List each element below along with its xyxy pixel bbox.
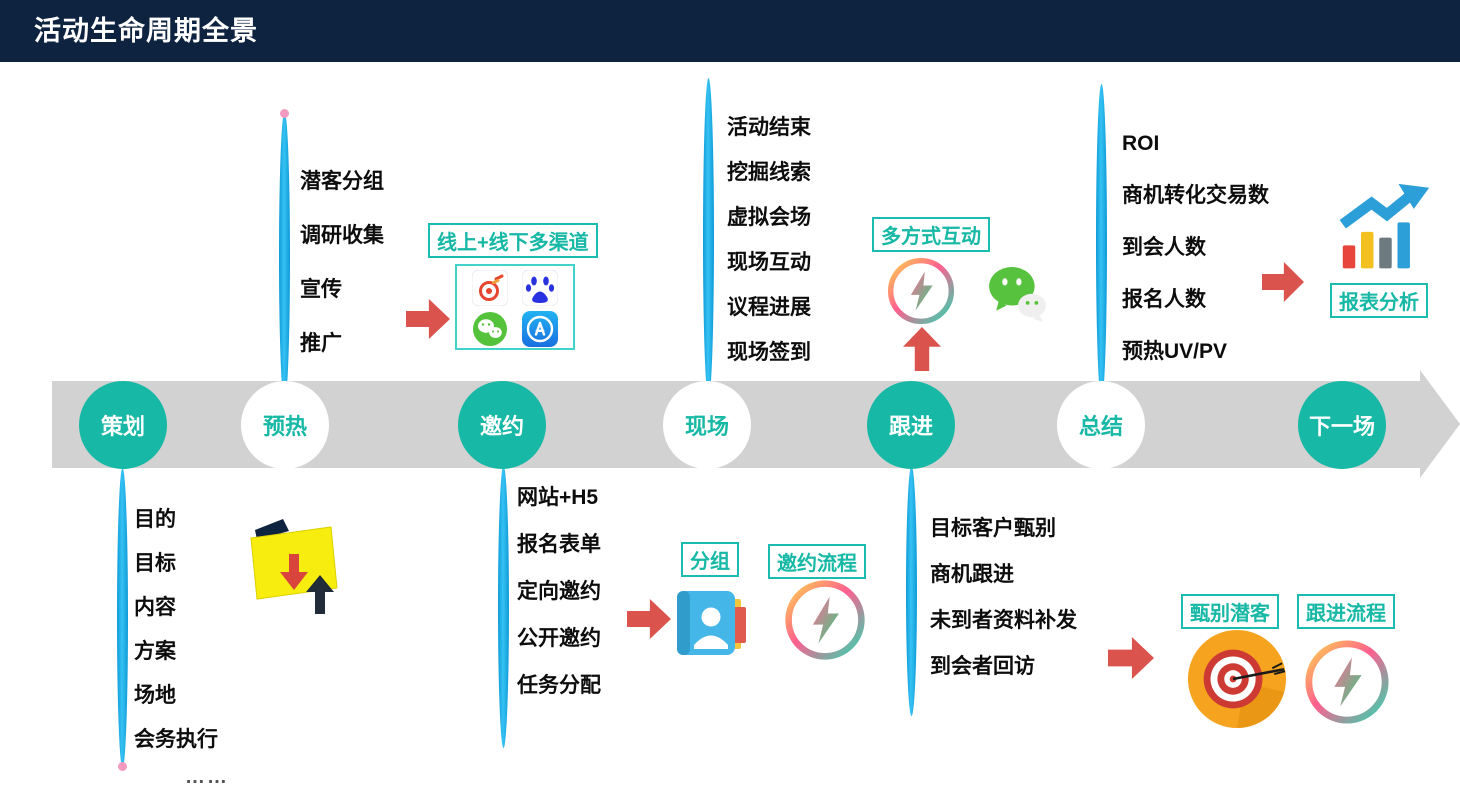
stage-next: 下一场 [1298, 381, 1386, 469]
timeline-arrowhead-icon [1420, 370, 1460, 478]
list-item: 现场签到 [727, 341, 811, 364]
connector-line-warmup [279, 112, 290, 402]
warmup-item-list: 潜客分组 调研收集 宣传 推广 [300, 155, 384, 371]
list-item: 会务执行 [134, 728, 218, 751]
list-item: 报名表单 [517, 533, 601, 556]
list-item: 挖掘线索 [727, 161, 811, 184]
list-item: 方案 [134, 640, 176, 663]
summary-item-list: ROI 商机转化交易数 到会人数 报名人数 预热UV/PV [1122, 118, 1269, 378]
list-item: 宣传 [300, 278, 342, 301]
planning-item-list: 目的 目标 内容 方案 场地 会务执行 [134, 498, 218, 762]
list-item: 推广 [300, 332, 342, 355]
list-item: 虚拟会场 [727, 206, 811, 229]
lightning-ring-icon [1303, 638, 1391, 726]
stage-invite: 邀约 [458, 381, 546, 469]
list-item: 预热UV/PV [1122, 340, 1228, 363]
list-item: 商机跟进 [930, 563, 1014, 586]
connector-line-planning [117, 468, 128, 768]
list-item: 议程进展 [727, 296, 811, 319]
red-right-arrow-icon [406, 299, 450, 339]
bar-chart-trend-icon [1337, 182, 1433, 278]
folder-transfer-icon [243, 506, 343, 618]
tag-interaction: 多方式互动 [872, 217, 990, 252]
tag-report-analysis: 报表分析 [1330, 283, 1428, 318]
list-item: 潜客分组 [300, 170, 384, 193]
list-item: 公开邀约 [517, 627, 601, 650]
appstore-app-icon [522, 311, 558, 352]
line-tip-dot [118, 762, 127, 771]
tag-invite-flow: 邀约流程 [768, 544, 866, 579]
list-item: 场地 [134, 684, 176, 707]
planning-ellipsis: …… [185, 766, 229, 788]
lightning-ring-icon [886, 256, 956, 326]
list-item: 到会人数 [1122, 236, 1206, 259]
multichannel-app-box [455, 264, 575, 350]
list-item: 目标客户甄别 [930, 517, 1056, 540]
list-item: 商机转化交易数 [1122, 184, 1269, 207]
tag-screen-prospects: 甄别潜客 [1181, 594, 1279, 629]
wechat-app-icon [472, 311, 508, 352]
list-item: 任务分配 [517, 674, 601, 697]
list-item: 调研收集 [300, 224, 384, 247]
connector-line-follow [906, 466, 917, 716]
red-right-arrow-icon [1108, 637, 1154, 679]
lightning-ring-icon [783, 578, 867, 662]
weibo-app-icon [471, 269, 509, 311]
list-item: 网站+H5 [517, 486, 599, 509]
follow-item-list: 目标客户甄别 商机跟进 未到者资料补发 到会者回访 [930, 506, 1077, 690]
baidu-app-icon [521, 269, 559, 311]
invite-item-list: 网站+H5 报名表单 定向邀约 公开邀约 任务分配 [517, 474, 601, 709]
red-right-arrow-icon [627, 599, 671, 639]
contacts-book-icon [671, 583, 751, 663]
onsite-item-list: 活动结束 挖掘线索 虚拟会场 现场互动 议程进展 现场签到 [727, 105, 811, 375]
list-item: 未到者资料补发 [930, 609, 1077, 632]
list-item: 到会者回访 [930, 655, 1035, 678]
stage-warmup: 预热 [241, 381, 329, 469]
target-dart-icon [1186, 628, 1288, 730]
connector-line-onsite [703, 78, 714, 398]
wechat-icon [982, 260, 1054, 330]
line-tip-dot [280, 109, 289, 118]
list-item: 定向邀约 [517, 580, 601, 603]
stage-planning: 策划 [79, 381, 167, 469]
list-item: ROI [1122, 132, 1160, 155]
list-item: 现场互动 [727, 251, 811, 274]
red-up-arrow-icon [903, 327, 941, 371]
list-item: 报名人数 [1122, 288, 1206, 311]
tag-follow-flow: 跟进流程 [1297, 594, 1395, 629]
list-item: 目标 [134, 552, 176, 575]
list-item: 活动结束 [727, 116, 811, 139]
connector-line-invite [498, 466, 509, 748]
connector-line-summary [1096, 84, 1107, 400]
list-item: 目的 [134, 508, 176, 531]
stage-onsite: 现场 [663, 381, 751, 469]
list-item: 内容 [134, 596, 176, 619]
stage-summary: 总结 [1057, 381, 1145, 469]
tag-multichannel: 线上+线下多渠道 [428, 223, 598, 258]
stage-follow: 跟进 [867, 381, 955, 469]
tag-grouping: 分组 [681, 542, 739, 577]
header-bar: 活动生命周期全景 [0, 0, 1460, 62]
page-title: 活动生命周期全景 [34, 16, 258, 46]
